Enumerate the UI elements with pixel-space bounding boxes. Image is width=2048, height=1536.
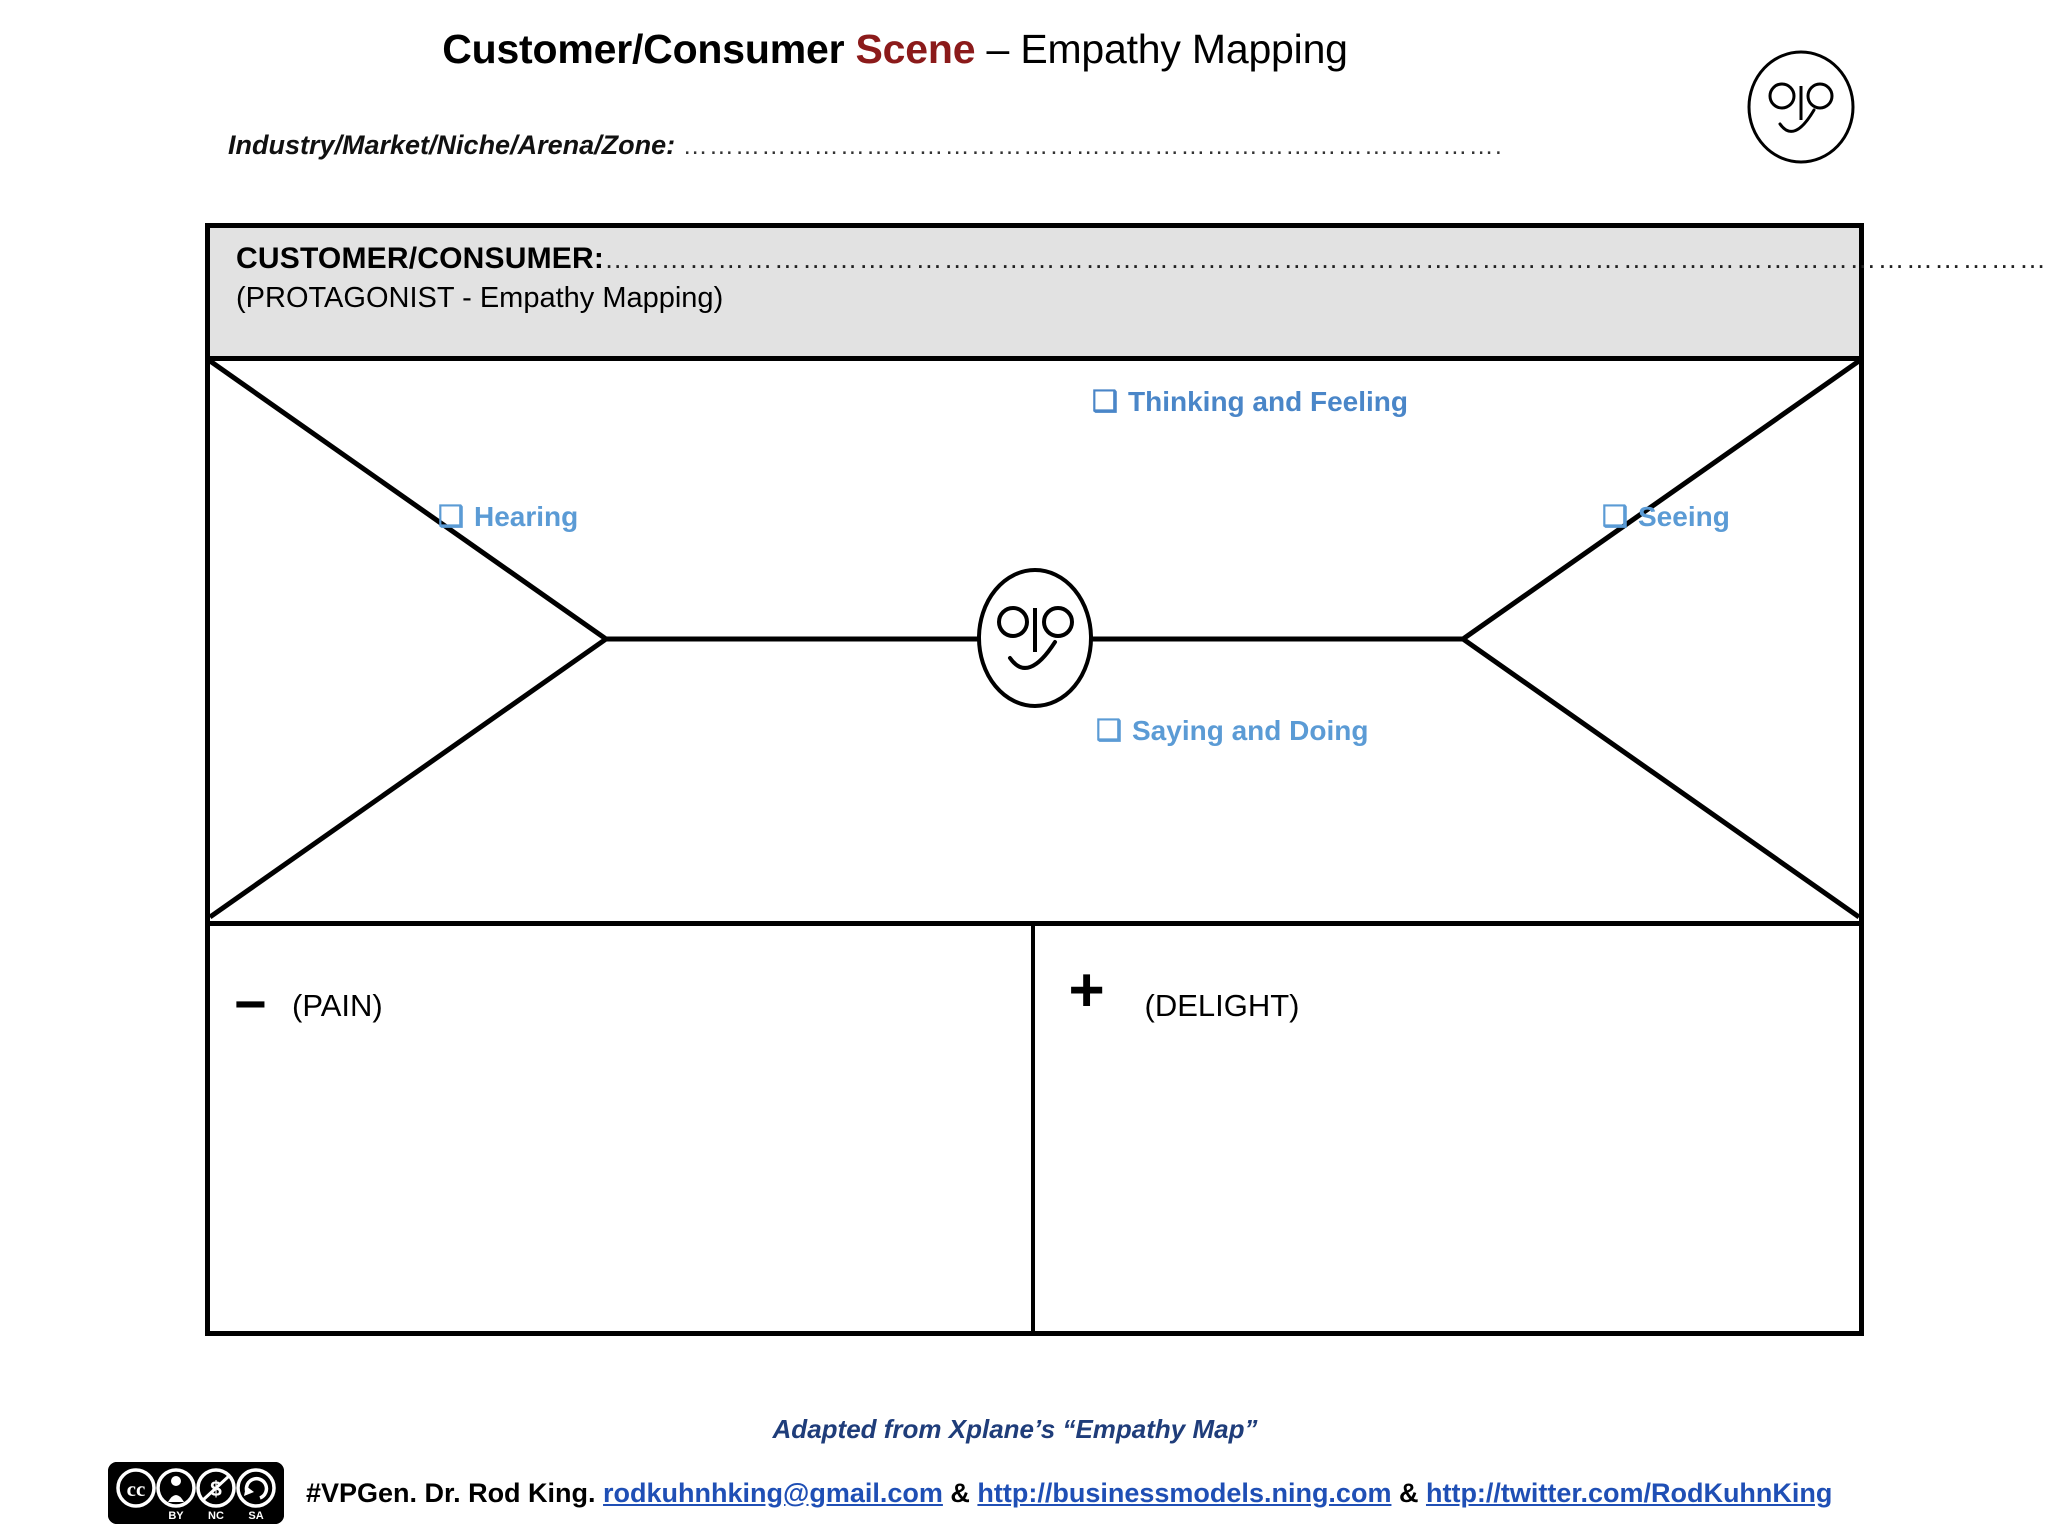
quadrant-label-thinking[interactable]: ❑ Thinking and Feeling [1092, 384, 1408, 419]
title-part-2: – Empathy Mapping [975, 26, 1348, 72]
footer-credits: #VPGen. Dr. Rod King. rodkuhnhking@gmail… [306, 1478, 1832, 1509]
minus-sign-icon: − [234, 972, 267, 1035]
pain-cell[interactable]: − (PAIN) [210, 926, 1035, 1336]
title-scene-word: Scene [855, 26, 976, 72]
footer: cc $ BY NC SA #VPGen. Dr. Rod King. r [108, 1462, 1832, 1524]
quadrant-text-hearing: Hearing [474, 501, 579, 532]
attribution-text: Adapted from Xplane’s “Empathy Map” [772, 1414, 1258, 1444]
quadrant-text-saying: Saying and Doing [1132, 715, 1369, 746]
quadrant-label-hearing[interactable]: ❑ Hearing [438, 499, 578, 534]
empathy-map-frame: CUSTOMER/CONSUMER:…………………………………………………………… [205, 223, 2048, 1336]
title-part-1: Customer/Consumer [442, 26, 856, 72]
svg-text:cc: cc [127, 1477, 146, 1501]
industry-label: Industry/Market/Niche/Arena/Zone: [228, 130, 676, 160]
creative-commons-license-icon[interactable]: cc $ BY NC SA [108, 1462, 284, 1524]
footer-amp-2: & [1391, 1477, 1426, 1508]
footer-author: #VPGen. Dr. Rod King. [306, 1477, 604, 1508]
twitter-link[interactable]: http://twitter.com/RodKuhnKing [1425, 1477, 1833, 1508]
checkbox-icon-hearing: ❑ [438, 501, 464, 533]
center-empathy-face-icon [970, 556, 1100, 721]
checkbox-icon-seeing: ❑ [1602, 501, 1628, 533]
quadrant-label-saying[interactable]: ❑ Saying and Doing [1096, 713, 1368, 748]
pain-delight-row: − (PAIN) + (DELIGHT) [210, 921, 1859, 1336]
email-link[interactable]: rodkuhnhking@gmail.com [603, 1477, 943, 1508]
customer-label: CUSTOMER/CONSUMER: [236, 242, 605, 275]
bowtie-diagram: ❑ Thinking and Feeling ❑ Hearing ❑ Seeing ❑… [210, 361, 1859, 921]
cc-nc-text: NC [208, 1510, 224, 1522]
industry-field: Industry/Market/Niche/Arena/Zone: ………………… [228, 130, 1503, 161]
plus-sign-icon: + [1068, 956, 1105, 1025]
quadrant-label-seeing[interactable]: ❑ Seeing [1602, 499, 1730, 534]
cc-by-text: BY [168, 1510, 184, 1522]
delight-label: (DELIGHT) [1144, 988, 1300, 1023]
ning-site-link[interactable]: http://businessmodels.ning.com [977, 1477, 1392, 1508]
cc-sa-text: SA [248, 1510, 263, 1522]
checkbox-icon-thinking: ❑ [1092, 386, 1118, 418]
quadrant-text-thinking: Thinking and Feeling [1128, 386, 1408, 417]
customer-dotted-line[interactable]: …………………………………………………………………………………………………………… [604, 244, 2048, 274]
industry-dotted-line[interactable]: …………………………………………………………………………………. [682, 132, 1503, 160]
page-title: Customer/Consumer Scene – Empathy Mappin… [0, 26, 1790, 73]
delight-cell[interactable]: + (DELIGHT) [1035, 926, 1860, 1336]
quadrant-text-seeing: Seeing [1638, 501, 1730, 532]
footer-amp-1: & [942, 1477, 978, 1508]
customer-header-band: CUSTOMER/CONSUMER:…………………………………………………………… [210, 228, 2048, 361]
pain-label: (PAIN) [292, 988, 383, 1023]
protagonist-subtitle: (PROTAGONIST - Empathy Mapping) [236, 282, 724, 314]
checkbox-icon-saying: ❑ [1096, 715, 1122, 747]
customer-header-line: CUSTOMER/CONSUMER:…………………………………………………………… [236, 242, 2048, 276]
empathy-face-badge-icon [1742, 48, 1860, 166]
